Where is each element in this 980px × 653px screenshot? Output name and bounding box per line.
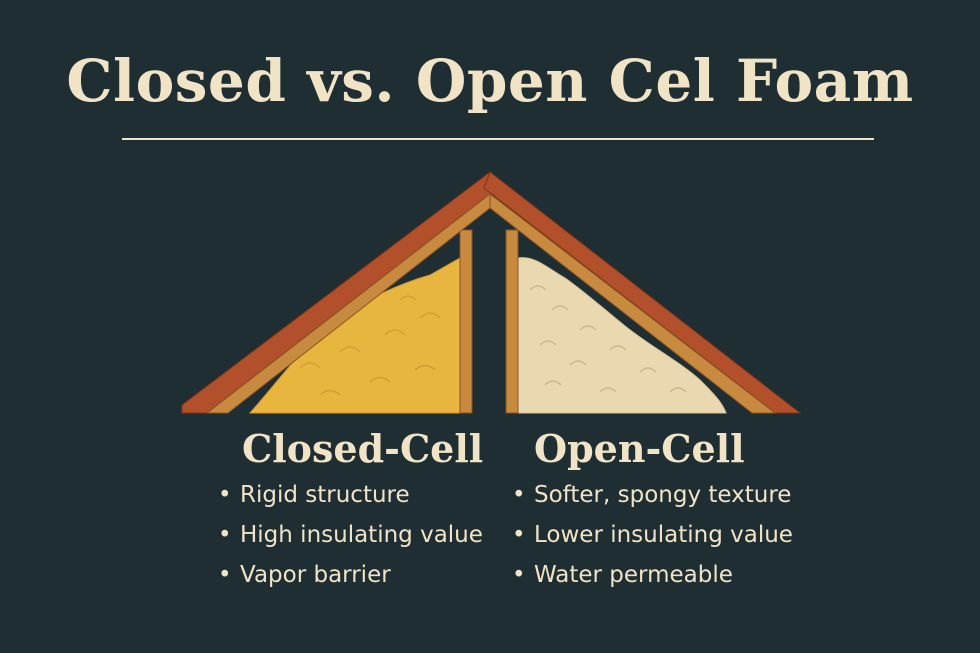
title-divider [122, 138, 874, 140]
bullet: • [512, 481, 526, 508]
list-item: • Softer, spongy texture [512, 481, 832, 524]
open-cell-column: Open-Cell • Softer, spongy texture • Lower… [512, 428, 832, 604]
open-cell-bullet-text: Lower insulating value [534, 521, 793, 548]
open-cell-heading: Open-Cell [534, 426, 745, 471]
closed-cell-heading: Closed-Cell [242, 426, 484, 471]
left-stud [459, 229, 473, 414]
closed-cell-bullet-text: High insulating value [240, 521, 483, 548]
open-cell-foam [517, 257, 727, 414]
list-item: • Lower insulating value [512, 521, 832, 564]
right-rafter-inner [489, 192, 777, 414]
open-cell-bullet-text: Softer, spongy texture [534, 481, 792, 508]
bullet: • [512, 521, 526, 548]
list-item: • High insulating value [218, 521, 518, 564]
list-item: • Water permeable [512, 561, 832, 604]
list-item: • Rigid structure [218, 481, 518, 524]
closed-cell-list: •Rigid structure •High insulating value … [218, 481, 518, 604]
closed-cell-column: Closed-Cell • Rigid structure • High insul… [218, 428, 518, 604]
closed-cell-bullet-text: Rigid structure [240, 481, 410, 508]
bullet: • [512, 561, 526, 588]
closed-cell-bullet-text: Vapor barrier [240, 561, 391, 588]
page-title: Closed vs. Open Cel Foam [66, 47, 914, 115]
bullet: • [218, 561, 232, 588]
bullet: • [218, 481, 232, 508]
open-cell-texture [529, 285, 687, 393]
list-item: • Vapor barrier [218, 561, 518, 604]
right-stud [505, 229, 519, 414]
open-cell-bullet-text: Water permeable [534, 561, 733, 588]
bullet: • [218, 521, 232, 548]
closed-cell-texture [299, 295, 441, 396]
open-cell-list: • Softer, spongy texture • Lower insulatin… [512, 481, 832, 604]
